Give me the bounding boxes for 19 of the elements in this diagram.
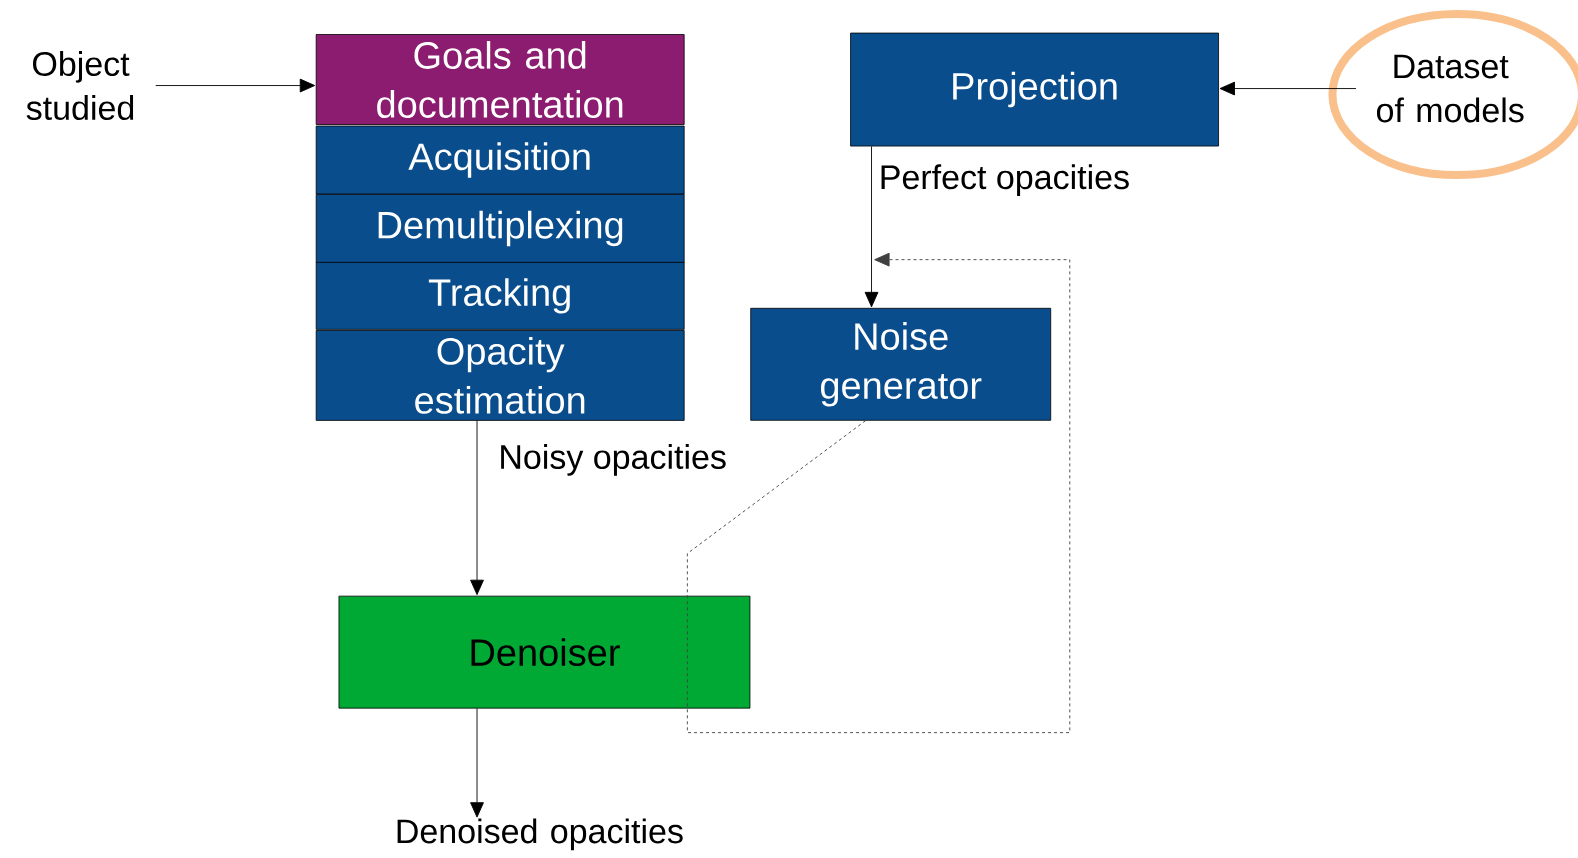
node-text: Object studied [26, 50, 134, 120]
node-text: Dataset of models [1377, 54, 1524, 123]
arrow [470, 707, 484, 818]
arrow [155, 78, 316, 93]
process-box: Denoiser [338, 595, 751, 709]
arrow [1219, 81, 1357, 96]
process-box: Noise generator [750, 307, 1052, 421]
process-box: Acquisition [315, 125, 685, 195]
process-box: Goals and documentation [315, 33, 685, 125]
arrow [470, 420, 484, 595]
arrow [864, 145, 879, 308]
edge-label: Noisy opacities [497, 442, 728, 477]
node-text: Denoised opacities [397, 818, 683, 850]
process-box: Projection [850, 32, 1219, 147]
arrow [686, 252, 1071, 733]
process-box: Tracking [315, 261, 685, 330]
process-box: Opacity estimation [315, 329, 685, 421]
edge-label: Perfect opacities [877, 163, 1132, 197]
process-box: Demultiplexing [315, 193, 685, 263]
